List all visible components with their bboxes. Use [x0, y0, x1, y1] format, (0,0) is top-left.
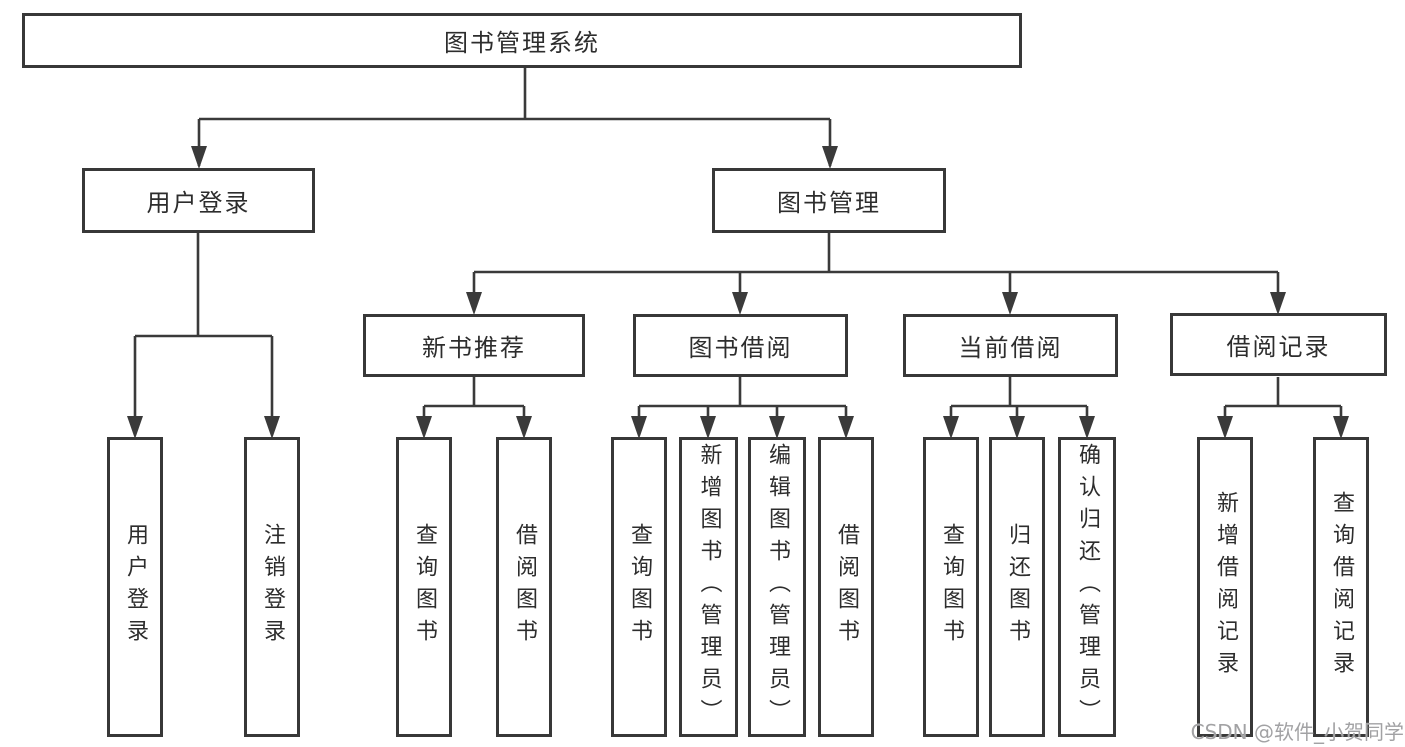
arrowhead	[700, 416, 716, 439]
node-system-root: 图书管理系统	[22, 13, 1022, 68]
arrowhead	[516, 416, 532, 439]
node-user-login: 用户登录	[82, 168, 315, 233]
leaf-return-books: 归还图书	[989, 437, 1045, 737]
node-label: 用户登录	[146, 189, 251, 217]
leaf-query-books-recommend: 查询图书	[396, 437, 452, 737]
leaf-label: 归还图书	[1005, 523, 1030, 651]
node-book-borrow: 图书借阅	[633, 314, 848, 377]
node-label: 图书管理	[777, 189, 881, 217]
node-label: 借阅记录	[1226, 333, 1331, 361]
leaf-label: 借阅图书	[834, 523, 859, 651]
leaf-query-borrow-record: 查询借阅记录	[1313, 437, 1369, 737]
arrowhead	[769, 416, 785, 439]
arrowhead	[822, 146, 838, 169]
leaf-label: 新增借阅记录	[1213, 491, 1238, 683]
arrowhead	[732, 292, 748, 315]
node-label: 图书管理系统	[444, 29, 600, 57]
leaf-label: 注销登录	[260, 523, 285, 651]
leaf-add-books-admin: 新增图书（管理员）	[679, 437, 738, 737]
leaf-confirm-return-admin: 确认归还（管理员）	[1058, 437, 1116, 737]
arrowhead	[943, 416, 959, 439]
arrowhead	[127, 416, 143, 439]
arrowhead	[631, 416, 647, 439]
node-label: 新书推荐	[422, 334, 526, 362]
node-book-management: 图书管理	[712, 168, 946, 233]
arrowhead	[838, 416, 854, 439]
leaf-user-login: 用户登录	[107, 437, 163, 737]
node-current-borrow: 当前借阅	[903, 314, 1118, 377]
leaf-query-books-borrow: 查询图书	[611, 437, 667, 737]
arrowhead	[416, 416, 432, 439]
watermark: CSDN @软件_小贺同学	[1190, 720, 1404, 744]
arrowhead	[264, 416, 280, 439]
leaf-label: 编辑图书（管理员）	[765, 443, 790, 731]
arrowhead	[466, 292, 482, 315]
arrowhead	[1009, 416, 1025, 439]
arrowhead	[191, 146, 207, 169]
leaf-borrow-books: 借阅图书	[818, 437, 874, 737]
node-borrow-records: 借阅记录	[1170, 313, 1387, 376]
leaf-edit-books-admin: 编辑图书（管理员）	[748, 437, 806, 737]
connector-records	[1223, 377, 1343, 435]
arrowhead	[1002, 292, 1018, 315]
arrowhead	[1217, 416, 1233, 439]
leaf-label: 查询图书	[627, 523, 652, 651]
connector-root	[197, 68, 832, 166]
node-new-book-recommend: 新书推荐	[363, 314, 585, 377]
leaf-label: 查询图书	[412, 523, 437, 651]
connector-recommend	[422, 377, 526, 435]
leaf-label: 确认归还（管理员）	[1075, 443, 1100, 731]
node-label: 当前借阅	[958, 334, 1063, 362]
leaf-label: 新增图书（管理员）	[696, 443, 722, 731]
leaf-label: 用户登录	[123, 523, 148, 651]
connector-borrow	[637, 377, 848, 435]
node-label: 图书借阅	[688, 334, 793, 362]
leaf-borrow-books-recommend: 借阅图书	[496, 437, 552, 737]
connector-user-login	[133, 233, 274, 435]
leaf-label: 查询借阅记录	[1329, 491, 1354, 683]
leaf-add-borrow-record: 新增借阅记录	[1197, 437, 1253, 737]
arrowhead	[1333, 416, 1349, 439]
arrowhead	[1079, 416, 1095, 439]
leaf-label: 借阅图书	[512, 523, 537, 651]
leaf-logout: 注销登录	[244, 437, 300, 737]
connector-book-management	[472, 233, 1280, 311]
arrowhead	[1270, 292, 1286, 315]
arrowheads	[127, 146, 1349, 439]
leaf-label: 查询图书	[939, 523, 964, 651]
leaf-query-books-current: 查询图书	[923, 437, 979, 737]
